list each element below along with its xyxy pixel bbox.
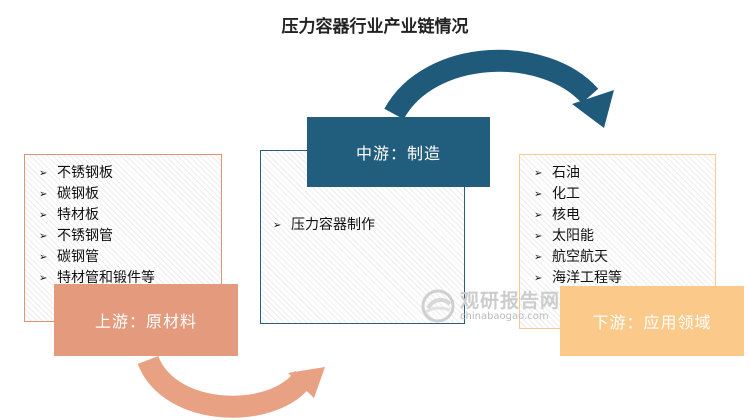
list-item: ➢海洋工程等 (534, 268, 715, 289)
watermark-cn: 观研报告网 (460, 290, 561, 312)
list-item: ➢化工 (534, 184, 715, 205)
list-item: ➢不锈钢板 (39, 163, 221, 184)
bullet-icon: ➢ (273, 220, 282, 231)
arrow-mid-to-down-head (572, 90, 614, 128)
bullet-icon: ➢ (534, 273, 543, 284)
bullet-icon: ➢ (534, 231, 543, 242)
bullet-icon: ➢ (39, 189, 48, 200)
list-item: ➢压力容器制作 (273, 215, 464, 236)
downstream-label: 下游：应用领域 (560, 286, 744, 356)
bullet-icon: ➢ (39, 273, 48, 284)
bullet-icon: ➢ (534, 189, 543, 200)
arrow-mid-to-down (384, 49, 599, 120)
bullet-icon: ➢ (39, 252, 48, 263)
list-item: ➢不锈钢管 (39, 226, 221, 247)
watermark-en: chinabaogao.com (460, 311, 549, 322)
watermark: 观研报告网 chinabaogao.com (420, 286, 580, 328)
midstream-list: ➢压力容器制作 (273, 215, 464, 236)
list-item: ➢碳钢板 (39, 184, 221, 205)
midstream-label: 中游：制造 (307, 117, 490, 187)
upstream-label: 上游：原材料 (54, 284, 238, 356)
downstream-list: ➢石油 ➢化工 ➢核电 ➢太阳能 ➢航空航天 ➢海洋工程等 (534, 163, 715, 289)
bullet-icon: ➢ (534, 168, 543, 179)
bullet-icon: ➢ (534, 210, 543, 221)
arrow-up-to-mid (137, 355, 314, 418)
list-item: ➢碳钢管 (39, 247, 221, 268)
arrow-up-to-mid-head (288, 367, 325, 398)
bullet-icon: ➢ (39, 210, 48, 221)
list-item: ➢特材板 (39, 205, 221, 226)
upstream-list: ➢不锈钢板 ➢碳钢板 ➢特材板 ➢不锈钢管 ➢碳钢管 ➢特材管和锻件等 (39, 163, 221, 289)
bullet-icon: ➢ (39, 168, 48, 179)
watermark-logo-icon (421, 289, 455, 323)
diagram-title: 压力容器行业产业链情况 (281, 17, 469, 37)
list-item: ➢航空航天 (534, 247, 715, 268)
bullet-icon: ➢ (39, 231, 48, 242)
list-item: ➢特材管和锻件等 (39, 268, 221, 289)
list-item: ➢石油 (534, 163, 715, 184)
bullet-icon: ➢ (534, 252, 543, 263)
list-item: ➢太阳能 (534, 226, 715, 247)
list-item: ➢核电 (534, 205, 715, 226)
